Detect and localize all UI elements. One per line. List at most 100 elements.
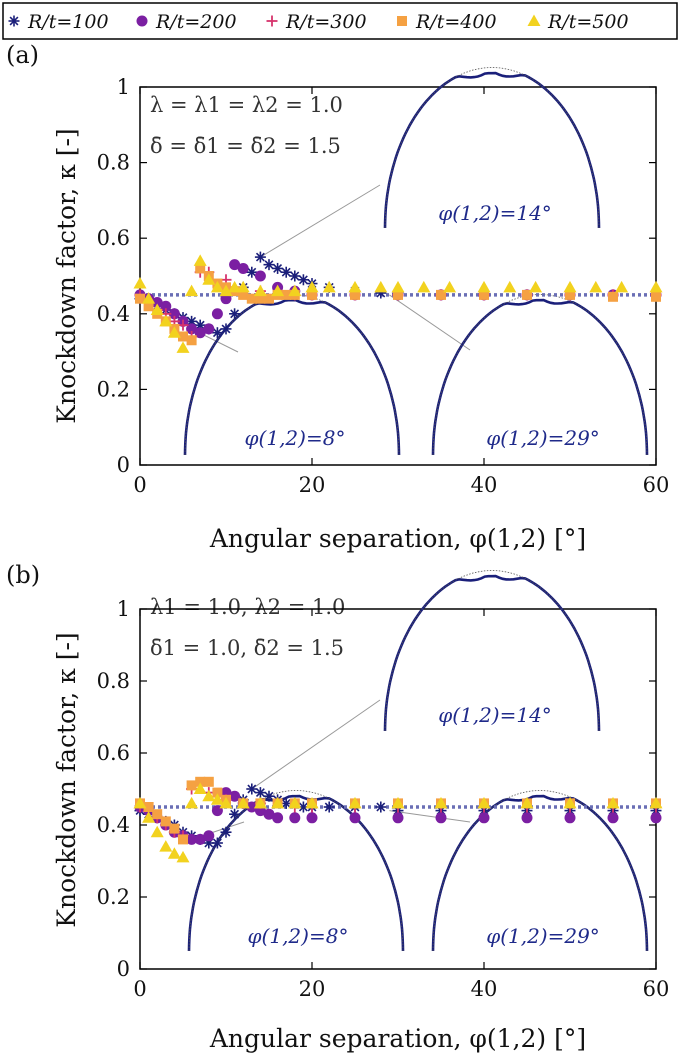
data-point [254,251,266,263]
data-point [350,289,360,300]
leader-line-1 [251,699,381,790]
data-point [246,293,257,304]
data-point [478,812,490,824]
data-point [253,796,267,809]
data-point [186,323,198,335]
data-point [160,300,172,312]
data-point [211,308,223,320]
legend-item-4: R/t=500 [527,11,629,33]
data-point [297,274,309,286]
inset-ring-reference [384,67,600,229]
data-point [322,280,336,293]
data-point [607,812,619,824]
legend-label-0: R/t=100 [27,11,109,33]
data-point [348,796,362,809]
data-point [237,262,249,274]
data-point [289,812,301,824]
data-point [195,263,206,274]
data-point [649,280,663,293]
data-point [615,280,629,293]
data-point [229,259,241,271]
panel-b-ylabel: Knockdown factor, κ [-] [52,632,81,927]
legend-label-1: R/t=200 [155,11,237,33]
data-point [229,790,241,802]
inset-label-1: φ(1,2)=14° [438,703,552,727]
data-point [212,787,223,798]
legend-item-0: R/t=100 [8,11,109,33]
data-point [203,830,215,842]
data-point [255,293,266,304]
data-point [271,796,285,809]
panel-a-label: (a) [6,41,39,69]
inset-ring-reference [432,790,648,952]
data-point [167,847,181,859]
inset-ring-reference [432,294,648,456]
panel-a: (a) Knockdown factor, κ [-] Angular sepa… [6,41,669,553]
data-point [563,796,577,809]
inset-label-0: φ(1,2)=8° [248,924,349,948]
legend-symbol-1 [136,15,148,27]
data-point [176,341,190,353]
legend-item-3: R/t=400 [397,11,497,33]
series-R-t-500 [133,254,663,353]
data-point [305,796,319,809]
data-point [135,293,145,304]
legend-frame [2,2,678,40]
legend: R/t=100 R/t=200 R/t=300 R/t=400 R/t=500 [2,2,678,40]
inset-label-1: φ(1,2)=14° [438,201,552,225]
data-point [254,787,266,799]
y-tick-label: 1 [117,597,130,621]
inset-ring-reference [188,790,404,952]
inset-ring-0 [183,294,401,456]
y-tick-label: 0.8 [97,151,130,175]
data-point [203,776,214,787]
data-point [220,323,232,335]
x-tick-label: 20 [299,473,326,497]
panel-a-xlabel: Angular separation, φ(1,2) [°] [209,524,586,553]
legend-label-4: R/t=500 [547,11,629,33]
legend-marker-asterisk [8,15,20,27]
inset-ring-0 [187,790,405,952]
data-point [159,314,173,327]
data-point [565,289,575,300]
x-tick-label: 60 [643,977,670,1001]
data-point [159,840,173,852]
data-point [194,327,206,339]
data-point [178,834,188,845]
panel-b-insets: φ(1,2)=8°φ(1,2)=14°φ(1,2)=29° [187,570,649,952]
data-point [193,254,207,266]
data-point [272,262,284,274]
y-tick-label: 0.6 [97,741,130,765]
data-point [186,335,197,346]
x-tick-label: 60 [643,473,670,497]
data-point [186,833,198,845]
legend-symbol-2 [266,15,278,27]
data-point [142,811,156,823]
panel-a-annotation-2: δ̄ = δ̄1 = δ̄2 = 1.5 [150,134,341,158]
y-tick-label: 0.8 [97,669,130,693]
data-point [651,291,661,302]
data-point [288,796,302,809]
data-point [186,780,197,791]
data-point [649,796,663,809]
inset-ring-2 [431,790,649,952]
panel-b-annotation-2: δ̄1 = 1.0, δ̄2 = 1.5 [150,636,344,660]
panel-a-ylabel: Knockdown factor, κ [-] [52,128,81,423]
data-point [349,812,361,824]
data-point [210,280,224,293]
data-point [211,327,223,339]
legend-item-1: R/t=200 [136,11,237,33]
data-point [236,280,250,293]
panel-b-label: (b) [6,561,40,589]
data-point [392,812,404,824]
panel-b-xlabel: Angular separation, φ(1,2) [°] [209,1024,586,1053]
data-point [348,280,362,293]
data-point [374,280,388,293]
inset-ring-1 [383,67,601,229]
data-point [589,280,603,293]
data-point [393,289,403,300]
y-tick-label: 0.2 [97,885,130,909]
data-point [202,273,216,285]
